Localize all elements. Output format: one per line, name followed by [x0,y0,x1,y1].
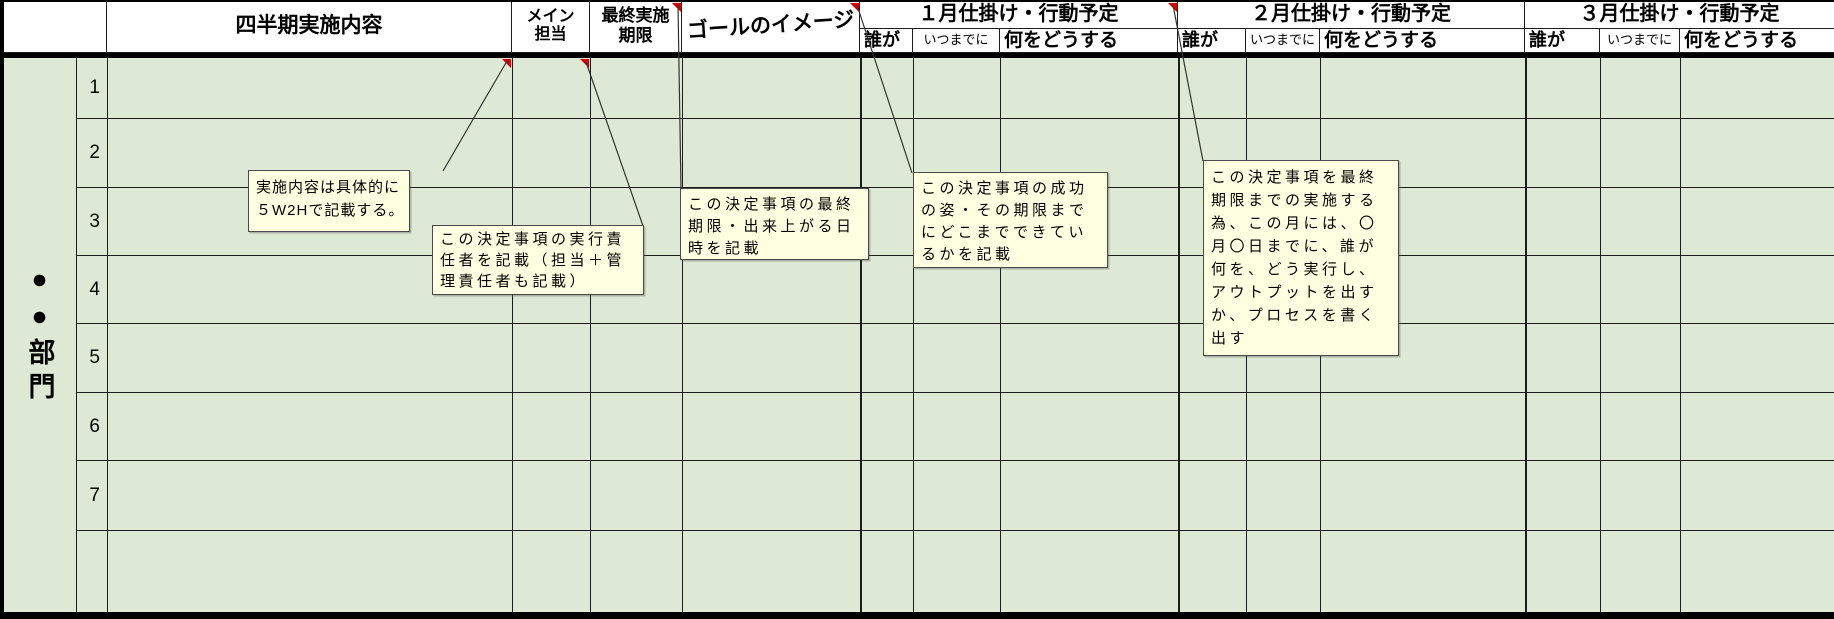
grid-line [913,57,914,613]
row-number-cell[interactable]: 3 [89,210,100,232]
grid-line [1600,57,1601,613]
header-corner-cell[interactable] [0,0,107,53]
grid-line [590,57,591,613]
grid-line [76,392,1834,393]
divider [0,0,4,619]
header-month3-title[interactable]: ３月仕掛け・行動予定 [1525,0,1834,29]
comment-note-deadline[interactable]: この決定事項の最終 期限・出来上がる日 時を記載 [680,188,869,260]
grid-line [76,530,1834,531]
comment-flag-icon [580,59,589,68]
worksheet-body[interactable] [4,57,1834,613]
comment-note-monthly-plan[interactable]: この決定事項を最終 期限までの実施する 為、この月には、〇 月〇日までに、誰が … [1203,160,1399,356]
header-month2-what[interactable]: 何をどうする [1320,29,1525,53]
grid-line [1000,57,1001,613]
grid-line [1680,57,1681,613]
comment-note-implementation[interactable]: 実施内容は具体的に ５W2Hで記載する。 [248,170,410,232]
header-month1-who[interactable]: 誰が [860,29,913,53]
department-cell[interactable]: ●●部門 [24,264,55,406]
header-goal-image-label: ゴールのイメージ [686,8,855,43]
comment-note-owner[interactable]: この決定事項の実行責 任者を記載（担当＋管 理責任者も記載） [432,225,644,295]
grid-line [76,118,1834,119]
row-number-cell[interactable]: 6 [89,415,100,437]
grid-line [512,57,513,613]
row-number-cell[interactable]: 1 [89,77,100,98]
grid-line [1178,57,1180,613]
header-month2-when[interactable]: いつまでに [1246,29,1320,53]
header-month1-title[interactable]: １月仕掛け・行動予定 [860,0,1178,29]
header-month1-what[interactable]: 何をどうする [1000,29,1178,53]
row-number-cell[interactable]: 2 [89,142,100,163]
divider [0,612,1834,619]
grid-line [76,460,1834,461]
grid-line [682,57,683,613]
row-number-cell[interactable]: 5 [89,347,100,368]
header-month3-when[interactable]: いつまでに [1600,29,1680,53]
header-month2-who[interactable]: 誰が [1178,29,1246,53]
header-final-deadline[interactable]: 最終実施 期限 [590,0,682,53]
comment-flag-icon [850,3,859,12]
comment-flag-icon [672,3,681,12]
header-month3-who[interactable]: 誰が [1525,29,1600,53]
grid-line [860,57,862,613]
header-main-owner[interactable]: メイン 担当 [512,0,590,53]
header-month3-what[interactable]: 何をどうする [1680,29,1834,53]
grid-line [107,57,108,613]
row-number-cell[interactable]: 4 [89,278,100,300]
comment-flag-icon [502,59,511,68]
divider [0,53,1834,58]
divider [0,0,1834,2]
grid-line [1525,57,1527,613]
header-quarter-content[interactable]: 四半期実施内容 [107,0,512,53]
grid-line [76,323,1834,324]
comment-note-goal[interactable]: この決定事項の成功 の姿・その期限まで にどこまでできてい るかを記載 [913,172,1108,268]
grid-line [76,57,77,613]
header-month1-when[interactable]: いつまでに [913,29,1000,53]
comment-flag-icon [1168,3,1177,12]
row-number-cell[interactable]: 7 [89,484,100,506]
header-goal-image[interactable]: ゴールのイメージ [682,0,860,53]
header-month2-title[interactable]: ２月仕掛け・行動予定 [1178,0,1525,29]
